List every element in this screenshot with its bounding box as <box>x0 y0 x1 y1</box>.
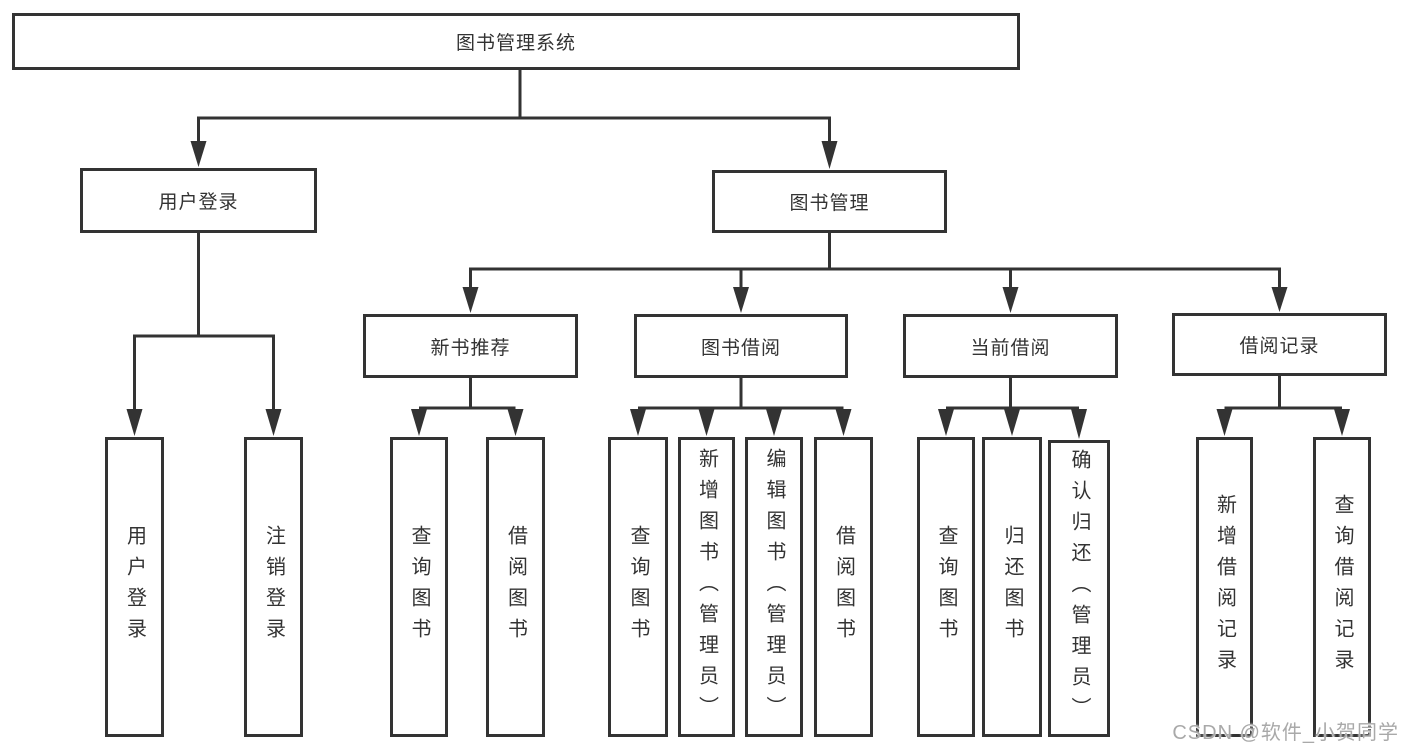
leaf-borrowing-borrow-books: 借阅图书 <box>814 437 873 737</box>
leaf-current-confirm-return: 确认归还（管理员） <box>1048 440 1110 737</box>
leaf-recommend-query-books: 查询图书 <box>390 437 448 737</box>
leaf-borrowing-query-books: 查询图书 <box>608 437 668 737</box>
node-current-borrowing: 当前借阅 <box>903 314 1118 378</box>
leaf-current-return-books: 归还图书 <box>982 437 1042 737</box>
leaf-recommend-borrow-books: 借阅图书 <box>486 437 545 737</box>
leaf-logout: 注销登录 <box>244 437 303 737</box>
leaf-current-query-books: 查询图书 <box>917 437 975 737</box>
leaf-records-query-record: 查询借阅记录 <box>1313 437 1371 737</box>
node-book-management: 图书管理 <box>712 170 947 233</box>
node-user-login: 用户登录 <box>80 168 317 233</box>
csdn-watermark: CSDN @软件_小贺同学 <box>1172 722 1399 744</box>
node-new-book-recommend: 新书推荐 <box>363 314 578 378</box>
node-borrowing-records: 借阅记录 <box>1172 313 1387 376</box>
node-root: 图书管理系统 <box>12 13 1020 70</box>
leaf-records-add-record: 新增借阅记录 <box>1196 437 1253 737</box>
leaf-user-login: 用户登录 <box>105 437 164 737</box>
node-book-borrowing: 图书借阅 <box>634 314 848 378</box>
leaf-borrowing-add-books: 新增图书（管理员） <box>678 437 735 737</box>
leaf-borrowing-edit-books: 编辑图书（管理员） <box>745 437 803 737</box>
